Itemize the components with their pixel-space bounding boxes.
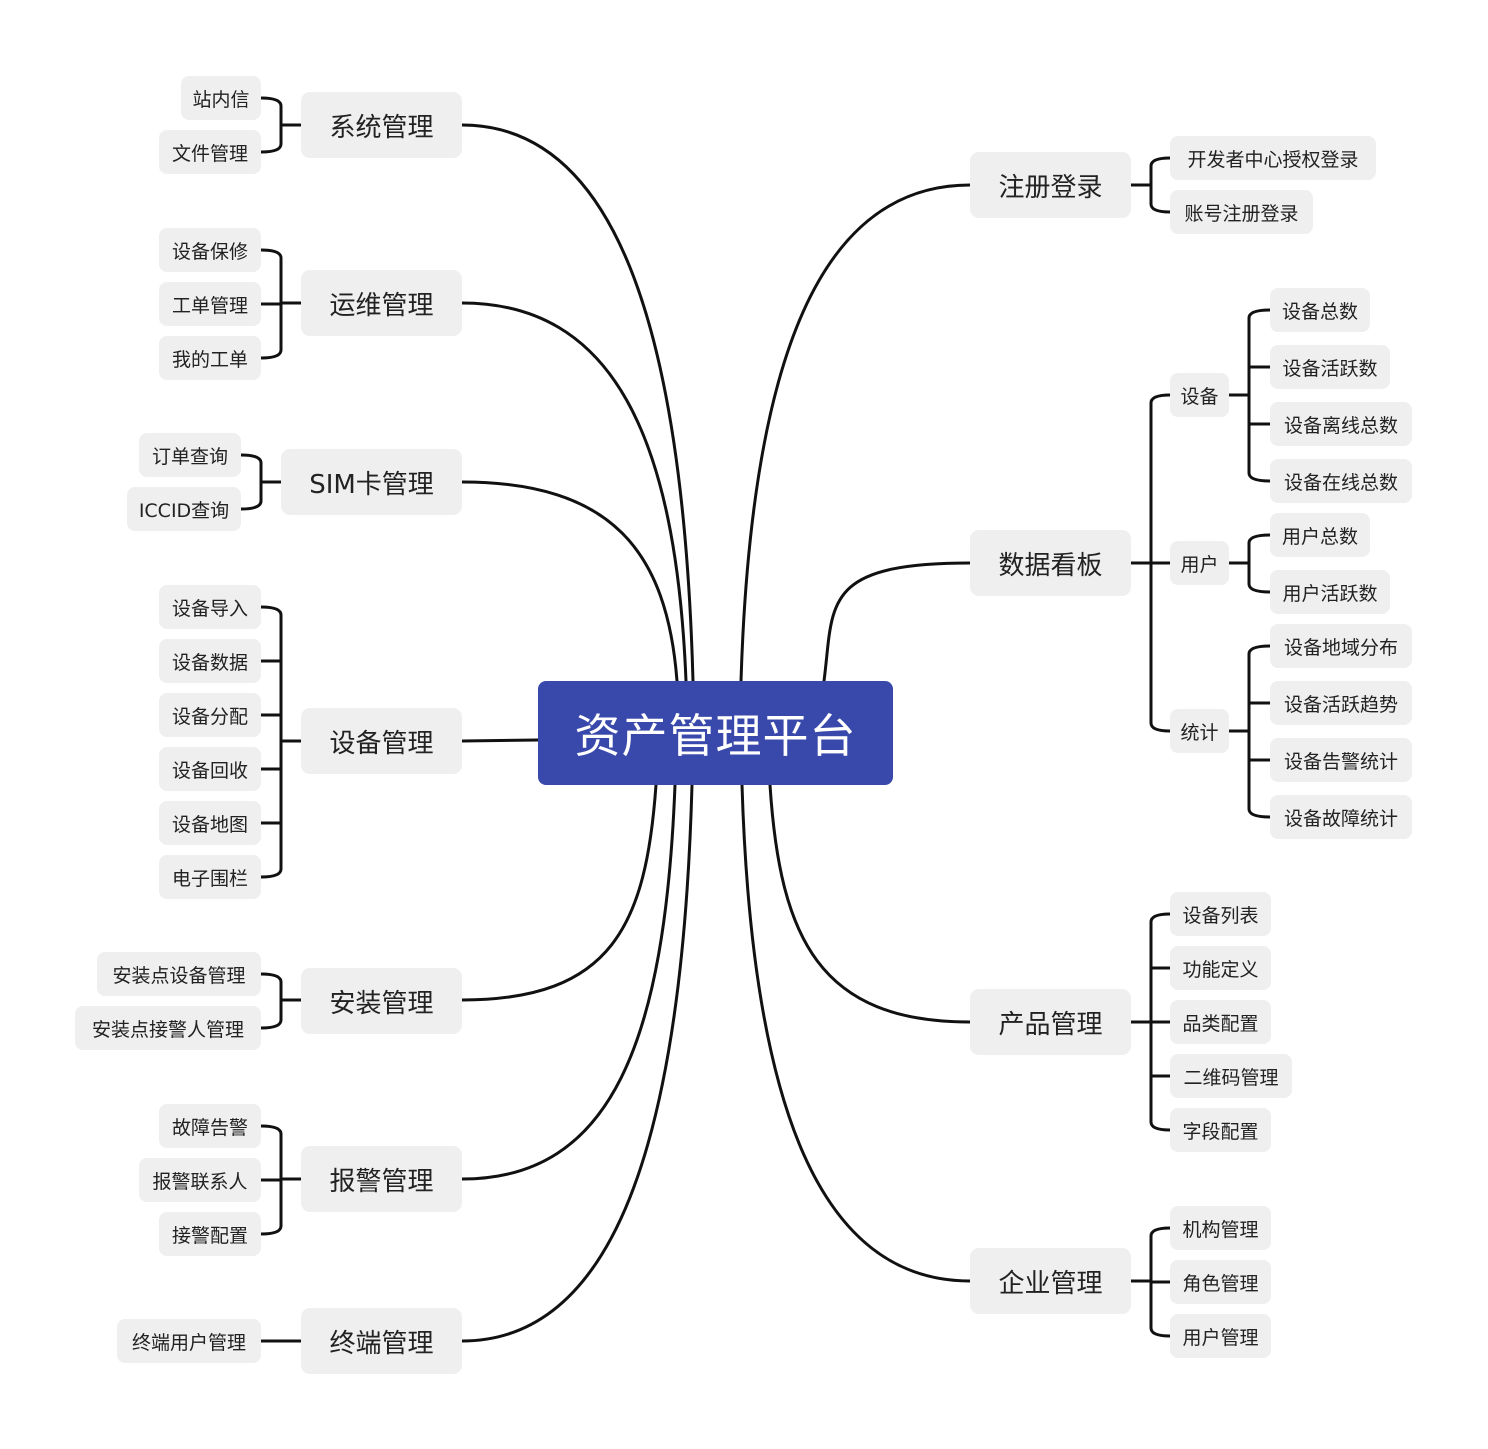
leaf-user-management[interactable]: 用户管理 — [1170, 1314, 1271, 1358]
root-link-left-5 — [460, 783, 677, 1181]
branch-terminal-management[interactable]: 终端管理 — [301, 1308, 462, 1374]
br-right-1-g1-bracket — [1247, 533, 1272, 594]
br-right-1-g2-bracket — [1247, 644, 1272, 819]
root-link-left-6 — [460, 783, 694, 1343]
leaf-device-fault-stats[interactable]: 设备故障统计 — [1270, 795, 1412, 839]
leaf-work-order-management[interactable]: 工单管理 — [159, 282, 261, 326]
leaf-device-online-total[interactable]: 设备在线总数 — [1270, 459, 1412, 503]
root-link-left-2 — [460, 480, 679, 683]
leaf-device-allocation[interactable]: 设备分配 — [159, 693, 261, 737]
leaf-device-list[interactable]: 设备列表 — [1170, 892, 1271, 936]
leaf-device-data[interactable]: 设备数据 — [159, 639, 261, 683]
branch-device-management[interactable]: 设备管理 — [301, 708, 462, 774]
leaf-file-management[interactable]: 文件管理 — [159, 130, 261, 174]
leaf-station-message[interactable]: 站内信 — [181, 76, 261, 120]
br-right-0-bracket — [1149, 156, 1172, 214]
branch-ops-management[interactable]: 运维管理 — [301, 270, 462, 336]
leaf-device-import[interactable]: 设备导入 — [159, 585, 261, 629]
leaf-geofence[interactable]: 电子围栏 — [159, 855, 261, 899]
root-link-left-0 — [460, 123, 695, 683]
leaf-my-work-orders[interactable]: 我的工单 — [159, 336, 261, 380]
br-right-1-g0-bracket — [1247, 308, 1272, 483]
leaf-order-query[interactable]: 订单查询 — [139, 433, 241, 477]
leaf-qrcode-management[interactable]: 二维码管理 — [1170, 1054, 1292, 1098]
branch-register-login[interactable]: 注册登录 — [970, 152, 1131, 218]
leaf-role-management[interactable]: 角色管理 — [1170, 1260, 1271, 1304]
leaf-account-register-login[interactable]: 账号注册登录 — [1170, 190, 1313, 234]
leaf-terminal-user-management[interactable]: 终端用户管理 — [117, 1319, 261, 1363]
group-statistics[interactable]: 统计 — [1170, 709, 1229, 753]
root-link-right-2 — [768, 783, 972, 1024]
leaf-device-map[interactable]: 设备地图 — [159, 801, 261, 845]
leaf-iccid-query[interactable]: ICCID查询 — [127, 487, 241, 531]
leaf-fault-alarm[interactable]: 故障告警 — [159, 1104, 261, 1148]
leaf-device-region-distribution[interactable]: 设备地域分布 — [1270, 624, 1412, 668]
branch-installation-management[interactable]: 安装管理 — [301, 968, 462, 1034]
leaf-function-definition[interactable]: 功能定义 — [1170, 946, 1271, 990]
branch-sim-management[interactable]: SIM卡管理 — [281, 449, 462, 515]
leaf-install-point-receiver-management[interactable]: 安装点接警人管理 — [75, 1006, 261, 1050]
leaf-device-recovery[interactable]: 设备回收 — [159, 747, 261, 791]
leaf-device-repair[interactable]: 设备保修 — [159, 228, 261, 272]
branch-enterprise-management[interactable]: 企业管理 — [970, 1248, 1131, 1314]
root-node[interactable]: 资产管理平台 — [538, 681, 893, 785]
branch-system-management[interactable]: 系统管理 — [301, 92, 462, 158]
leaf-device-active-count[interactable]: 设备活跃数 — [1270, 345, 1390, 389]
br-left-3-bracket — [259, 605, 283, 879]
root-link-right-0 — [739, 183, 972, 683]
leaf-install-point-device-management[interactable]: 安装点设备管理 — [97, 952, 261, 996]
leaf-field-config[interactable]: 字段配置 — [1170, 1108, 1271, 1152]
leaf-developer-auth-login[interactable]: 开发者中心授权登录 — [1170, 136, 1376, 180]
root-link-left-4 — [460, 783, 658, 1002]
group-user[interactable]: 用户 — [1170, 541, 1229, 585]
leaf-device-alarm-stats[interactable]: 设备告警统计 — [1270, 738, 1412, 782]
root-link-left-3 — [460, 738, 540, 743]
group-device[interactable]: 设备 — [1170, 373, 1229, 417]
leaf-device-active-trend[interactable]: 设备活跃趋势 — [1270, 681, 1412, 725]
branch-alarm-management[interactable]: 报警管理 — [301, 1146, 462, 1212]
leaf-user-total[interactable]: 用户总数 — [1270, 513, 1370, 557]
leaf-category-config[interactable]: 品类配置 — [1170, 1000, 1271, 1044]
branch-data-dashboard[interactable]: 数据看板 — [970, 530, 1131, 596]
br-left-2-bracket — [239, 453, 263, 511]
leaf-user-active-count[interactable]: 用户活跃数 — [1270, 570, 1390, 614]
leaf-alarm-receive-config[interactable]: 接警配置 — [159, 1212, 261, 1256]
br-left-4-bracket — [259, 972, 283, 1030]
br-left-0-bracket — [259, 96, 283, 154]
leaf-device-offline-total[interactable]: 设备离线总数 — [1270, 402, 1412, 446]
leaf-device-total[interactable]: 设备总数 — [1270, 288, 1370, 332]
root-link-right-1 — [822, 561, 972, 683]
root-link-right-3 — [740, 783, 972, 1283]
leaf-alarm-contacts[interactable]: 报警联系人 — [139, 1158, 261, 1202]
branch-product-management[interactable]: 产品管理 — [970, 989, 1131, 1055]
root-link-left-1 — [460, 301, 688, 683]
leaf-org-management[interactable]: 机构管理 — [1170, 1206, 1271, 1250]
